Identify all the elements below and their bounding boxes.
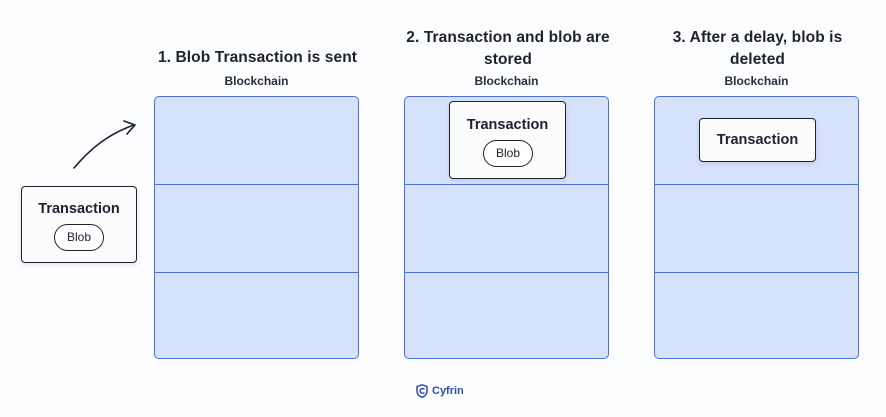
block-divider [405, 272, 608, 273]
cyfrin-shield-icon [416, 384, 428, 398]
block-divider [155, 272, 358, 273]
initial-transaction-card: Transaction Blob [21, 186, 137, 263]
blockchain-label-2: Blockchain [474, 74, 539, 88]
blockchain-1 [154, 96, 359, 359]
blockchain-label-3: Blockchain [724, 74, 789, 88]
send-arrow-head-icon [123, 120, 136, 135]
blockchain-2: Transaction Blob [404, 96, 609, 359]
stored-transaction-label: Transaction [466, 117, 549, 133]
block-divider [405, 184, 608, 185]
cyfrin-brand: Cyfrin [416, 384, 464, 398]
block-divider [655, 184, 858, 185]
step-3-title-line-2: deleted [730, 51, 785, 68]
step-3-title: 3. After a delay, blob is deleted [650, 27, 865, 71]
blockchain-3: Transaction [654, 96, 859, 359]
final-transaction-label: Transaction [716, 132, 799, 148]
send-arrow-curve [73, 124, 135, 169]
initial-transaction-label: Transaction [38, 201, 120, 217]
block-divider [655, 272, 858, 273]
step-1-title-line-1: 1. Blob Transaction is sent [157, 49, 358, 66]
blockchain-label-1: Blockchain [224, 74, 289, 88]
stored-transaction-card: Transaction Blob [449, 101, 566, 179]
step-2-title-line-1: 2. Transaction and blob are [406, 29, 610, 46]
final-transaction-card: Transaction [699, 118, 816, 162]
step-2-title-line-2: stored [484, 51, 532, 68]
step-3-title-line-1: 3. After a delay, blob is [672, 29, 843, 46]
initial-blob-pill: Blob [54, 224, 104, 251]
brand-name: Cyfrin [432, 385, 464, 397]
step-1-title: 1. Blob Transaction is sent [150, 47, 365, 69]
send-arrow [73, 120, 136, 169]
step-2-title: 2. Transaction and blob are stored [398, 27, 618, 71]
block-divider [155, 184, 358, 185]
stored-blob-pill: Blob [483, 140, 533, 167]
